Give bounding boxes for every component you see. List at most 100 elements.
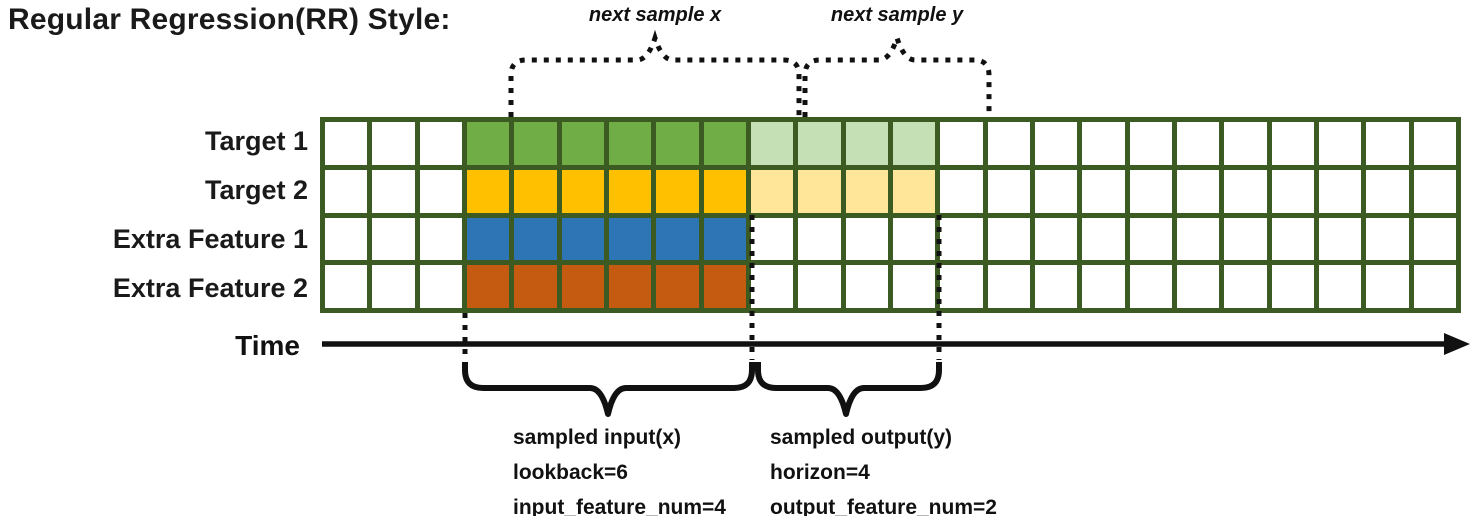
- next-sample-y-label: next sample y: [830, 4, 964, 26]
- input-feature-num-value: input_feature_num=4: [513, 496, 726, 516]
- grid-cell: [798, 169, 841, 213]
- grid-cell: [372, 217, 415, 261]
- grid-cell: [1034, 169, 1078, 213]
- grid-cell: [892, 169, 936, 213]
- grid-cell: [1034, 122, 1078, 165]
- grid-cell: [1129, 122, 1172, 165]
- grid-cell: [1366, 217, 1409, 261]
- grid-cell: [1366, 265, 1409, 308]
- grid-cell: [1413, 169, 1456, 213]
- grid-cell: [1176, 169, 1220, 213]
- grid-cell: [703, 217, 746, 261]
- grid-cell: [656, 217, 699, 261]
- grid-cell: [940, 265, 983, 308]
- grid-cell: [940, 169, 983, 213]
- grid-cell: [1271, 265, 1314, 308]
- row-label-target-2: Target 2: [204, 175, 308, 205]
- grid-cell: [325, 122, 368, 165]
- grid-cell: [798, 217, 841, 261]
- time-axis-arrowhead: [1444, 333, 1470, 355]
- grid-cell: [656, 122, 699, 165]
- grid-cell: [798, 265, 841, 308]
- grid-cell: [561, 122, 604, 165]
- grid-cell: [1129, 169, 1172, 213]
- grid-cell: [1034, 217, 1078, 261]
- grid-cell: [940, 217, 983, 261]
- timeseries-grid: [320, 117, 1461, 313]
- next-sample-y-brace: [802, 29, 992, 117]
- grid-cell: [987, 217, 1030, 261]
- next-sample-x-brace: [508, 29, 802, 117]
- grid-cell: [1224, 169, 1267, 213]
- sampled-input-annotation: sampled input(x) lookback=6 input_featur…: [513, 420, 726, 516]
- grid-cell: [419, 122, 462, 165]
- grid-cell: [703, 265, 746, 308]
- grid-cell: [656, 265, 699, 308]
- grid-cell: [514, 169, 557, 213]
- grid-cell: [608, 122, 652, 165]
- grid-cell: [656, 169, 699, 213]
- grid-cell: [466, 169, 510, 213]
- grid-cell: [372, 265, 415, 308]
- grid-cell: [372, 122, 415, 165]
- grid-cell: [419, 217, 462, 261]
- page-title: Regular Regression(RR) Style:: [8, 3, 451, 36]
- grid-cell: [987, 169, 1030, 213]
- grid-cell: [608, 265, 652, 308]
- sampled-output-title: sampled output(y): [770, 426, 952, 449]
- grid-cell: [1224, 265, 1267, 308]
- grid-cell: [1318, 122, 1362, 165]
- grid-cell: [1176, 122, 1220, 165]
- output-feature-num-value: output_feature_num=2: [770, 496, 997, 516]
- grid-cell: [987, 122, 1030, 165]
- grid-cell: [703, 122, 746, 165]
- sampled-input-title: sampled input(x): [513, 426, 682, 449]
- grid-cell: [940, 122, 983, 165]
- grid-cell: [608, 217, 652, 261]
- grid-cell: [514, 265, 557, 308]
- grid-cell: [325, 265, 368, 308]
- next-sample-x-label: next sample x: [588, 4, 722, 26]
- grid-cell: [1034, 265, 1078, 308]
- grid-cell: [1176, 217, 1220, 261]
- grid-cell: [750, 122, 794, 165]
- grid-cell: [1224, 217, 1267, 261]
- grid-cell: [1318, 217, 1362, 261]
- time-axis-label: Time: [235, 330, 300, 361]
- grid-cell: [561, 265, 604, 308]
- grid-cell: [1082, 169, 1125, 213]
- grid-cell: [845, 265, 888, 308]
- grid-cell: [1271, 169, 1314, 213]
- grid-cell: [798, 122, 841, 165]
- grid-cell: [1413, 217, 1456, 261]
- grid-cell: [1413, 122, 1456, 165]
- row-label-target-1: Target 1: [204, 126, 308, 156]
- grid-cell: [750, 169, 794, 213]
- grid-cell: [514, 217, 557, 261]
- grid-cell: [1366, 122, 1409, 165]
- grid-cell: [466, 265, 510, 308]
- grid-cell: [372, 169, 415, 213]
- grid-cell: [1224, 122, 1267, 165]
- grid-cell: [845, 217, 888, 261]
- sampled-output-annotation: sampled output(y) horizon=4 output_featu…: [770, 420, 997, 516]
- row-label-extra-feature-1: Extra Feature 1: [112, 224, 308, 254]
- grid-cell: [1366, 169, 1409, 213]
- grid-cell: [561, 169, 604, 213]
- sampled-output-brace: [755, 362, 942, 417]
- row-label-extra-feature-2: Extra Feature 2: [112, 273, 308, 303]
- grid-cell: [845, 122, 888, 165]
- horizon-value: horizon=4: [770, 461, 870, 484]
- grid-cell: [1082, 122, 1125, 165]
- grid-cell: [608, 169, 652, 213]
- grid-cell: [1318, 265, 1362, 308]
- grid-cell: [325, 169, 368, 213]
- row-labels: Target 1 Target 2 Extra Feature 1 Extra …: [0, 117, 308, 313]
- grid-cell: [892, 265, 936, 308]
- grid-cell: [892, 217, 936, 261]
- grid-cell: [1271, 217, 1314, 261]
- grid-cell: [1082, 265, 1125, 308]
- grid-cell: [750, 217, 794, 261]
- grid-cell: [561, 217, 604, 261]
